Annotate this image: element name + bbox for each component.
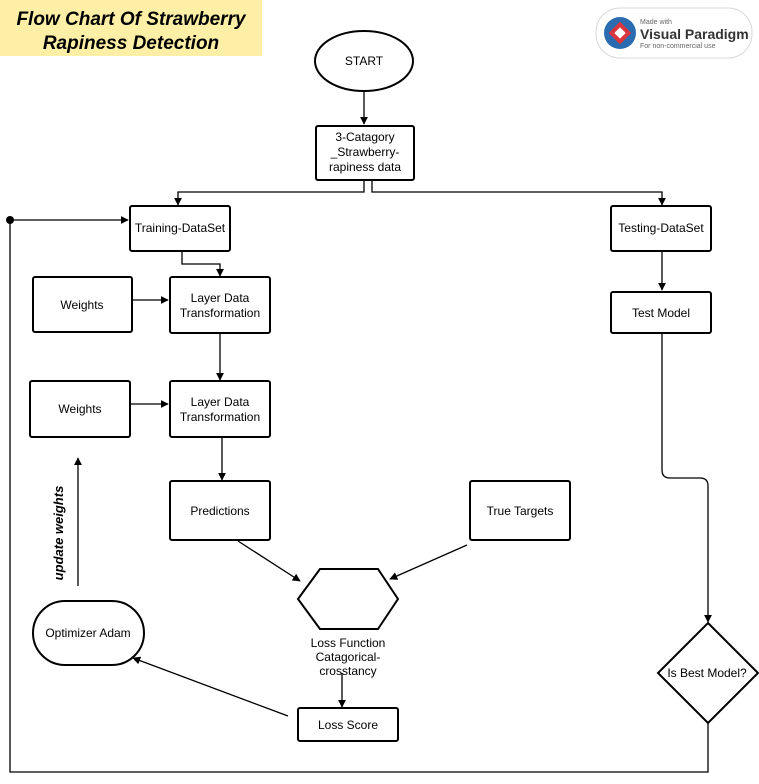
layer-2-label-line-2: Transformation xyxy=(180,410,260,424)
node-start: START xyxy=(314,30,414,92)
weights-2-label: Weights xyxy=(58,402,101,416)
edge-true-targets-to-loss-function xyxy=(389,544,468,580)
node-is-best-model: Is Best Model? xyxy=(656,621,759,725)
layer-2-label-line-1: Layer Data xyxy=(191,395,250,409)
training-label: Training-DataSet xyxy=(135,221,226,235)
node-loss-score: Loss Score xyxy=(297,707,399,742)
test-model-label: Test Model xyxy=(632,306,690,320)
node-true-targets: True Targets xyxy=(469,480,571,541)
edge-loss-score-to-optimizer xyxy=(132,656,289,717)
loss-score-label: Loss Score xyxy=(318,718,378,732)
badge-brand: Visual Paradigm xyxy=(640,26,749,42)
node-training-dataset: Training-DataSet xyxy=(129,205,231,252)
node-predictions: Predictions xyxy=(169,480,271,541)
data-label-line-2: _Strawberry- xyxy=(330,145,400,159)
watermark-badge: Made with Visual Paradigm For non-commer… xyxy=(595,7,753,59)
data-label-line-3: rapiness data xyxy=(329,160,401,174)
predictions-label: Predictions xyxy=(190,504,249,518)
node-weights-2: Weights xyxy=(29,380,131,438)
best-model-label: Is Best Model? xyxy=(667,666,747,680)
optimizer-label: Optimizer Adam xyxy=(45,626,130,640)
true-targets-label: True Targets xyxy=(487,504,554,518)
loss-function-label-line-2: Catagorical- xyxy=(316,650,381,664)
start-label: START xyxy=(345,54,384,68)
node-weights-1: Weights xyxy=(32,276,133,333)
testing-label: Testing-DataSet xyxy=(618,221,704,235)
title-line-1: Flow Chart Of Strawberry xyxy=(16,9,247,30)
badge-note: For non-commercial use xyxy=(640,43,716,50)
node-test-model: Test Model xyxy=(610,291,712,334)
node-layer-transformation-2: Layer Data Transformation xyxy=(169,380,271,438)
node-testing-dataset: Testing-DataSet xyxy=(610,205,712,252)
visual-paradigm-logo-icon xyxy=(604,17,636,49)
loss-function-label-line-1: Loss Function xyxy=(311,636,386,650)
edge-data-to-training xyxy=(174,180,365,206)
node-optimizer-adam: Optimizer Adam xyxy=(32,600,145,666)
edges xyxy=(6,92,712,773)
weights-1-label: Weights xyxy=(60,298,103,312)
edge-training-to-layer1 xyxy=(181,251,224,277)
update-weights-label: update weights xyxy=(51,486,66,581)
edge-best-model-loop-to-training xyxy=(9,216,709,773)
edge-data-to-testing xyxy=(371,180,666,206)
node-loss-function: Loss Function Catagorical- crosstancy xyxy=(296,568,400,678)
badge-made-with: Made with xyxy=(640,19,672,26)
layer-1-label-line-2: Transformation xyxy=(180,306,260,320)
data-label-line-1: 3-Catagory xyxy=(335,130,394,144)
loop-junction-dot xyxy=(6,216,14,224)
title-line-2: Rapiness Detection xyxy=(43,33,219,54)
loss-function-label-line-3: crosstancy xyxy=(319,664,376,678)
diagram-title: Flow Chart Of Strawberry Rapiness Detect… xyxy=(0,0,262,56)
node-layer-transformation-1: Layer Data Transformation xyxy=(169,276,271,334)
edge-test-model-to-best-model xyxy=(661,333,712,623)
edge-predictions-to-loss-function xyxy=(237,540,301,582)
layer-1-label-line-1: Layer Data xyxy=(191,291,250,305)
node-strawberry-data: 3-Catagory _Strawberry- rapiness data xyxy=(315,125,415,181)
